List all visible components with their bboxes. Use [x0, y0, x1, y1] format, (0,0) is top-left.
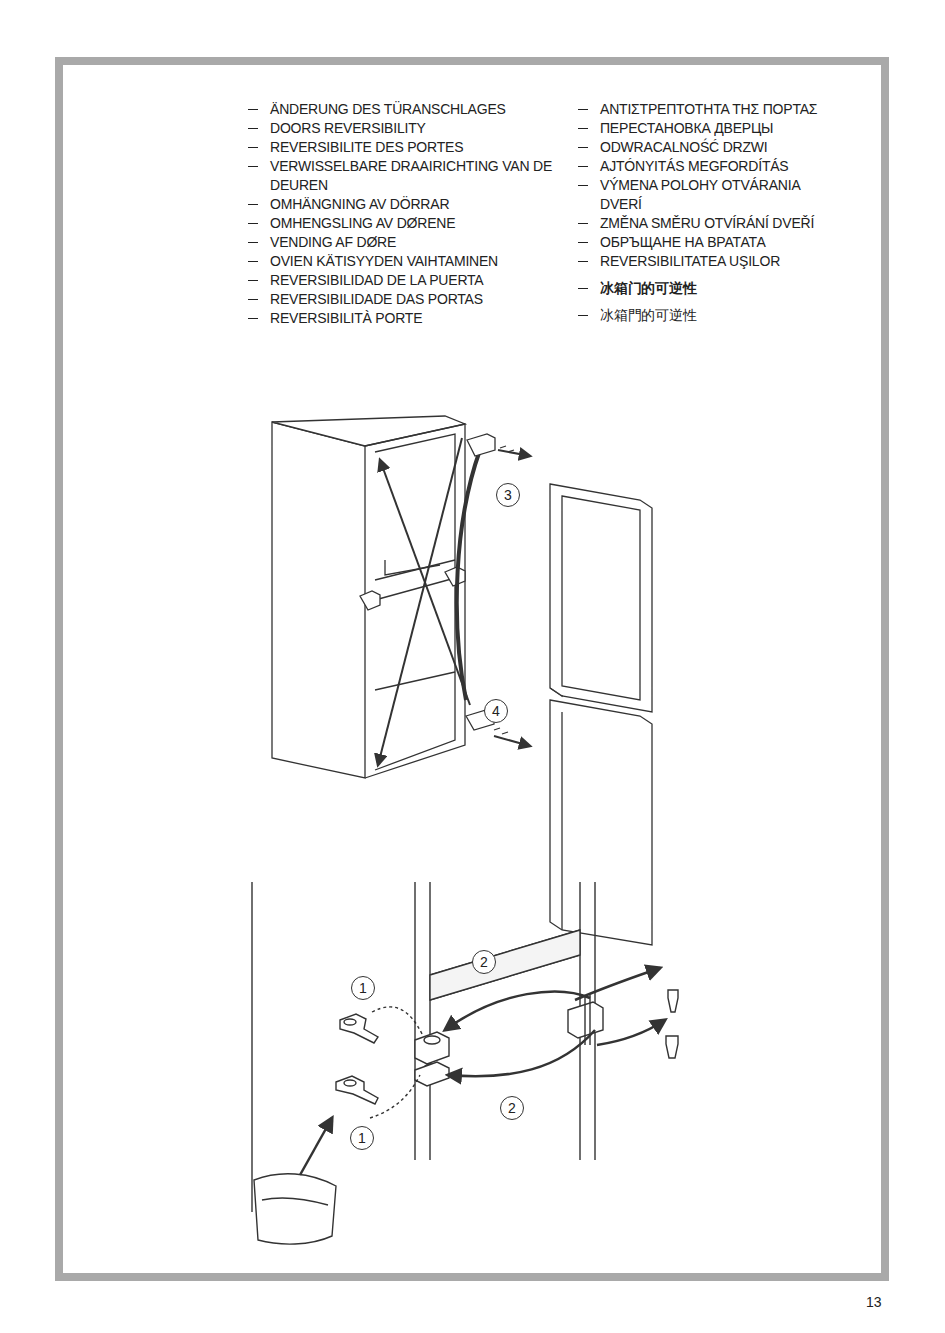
heading-translation: OMHENGSLING AV DØRENE: [270, 214, 560, 233]
page-number: 13: [866, 1294, 882, 1310]
language-column: ÄNDERUNG DES TÜRANSCHLAGESDOORS REVERSIB…: [270, 100, 560, 328]
heading-translation: ΑΝΤΙΣΤΡΕΠΤΟΤΗΤΑ ΤΗΣ ΠΟΡΤΑΣ: [600, 100, 845, 119]
page-frame: [59, 61, 885, 1277]
heading-translation: OVIEN KÄTISYYDEN VAIHTAMINEN: [270, 252, 560, 271]
callout-circle: 2: [500, 1096, 524, 1120]
heading-translation: DOORS REVERSIBILITY: [270, 119, 560, 138]
language-column: ΑΝΤΙΣΤΡΕΠΤΟΤΗΤΑ ΤΗΣ ΠΟΡΤΑΣПЕРЕСТАНОВКА Д…: [600, 100, 845, 325]
callout-circle: 3: [496, 483, 520, 507]
heading-translation: 冰箱門的可逆性: [600, 306, 845, 325]
heading-translation: ODWRACALNOŚĆ DRZWI: [600, 138, 845, 157]
callout-number: 1: [358, 1131, 366, 1145]
heading-translation: ОБРЪЩАНЕ НА ВРАТАТА: [600, 233, 845, 252]
hinge-detail: [252, 882, 678, 1244]
heading-translation: ZMĚNA SMĚRU OTVÍRÁNÍ DVEŘÍ: [600, 214, 845, 233]
callout-number: 2: [508, 1101, 516, 1115]
callout-number: 4: [492, 704, 500, 718]
heading-translation: ПЕРЕСТАНОВКА ДВЕРЦЫ: [600, 119, 845, 138]
callout-circle: 4: [484, 699, 508, 723]
heading-translation: OMHÄNGNING AV DÖRRAR: [270, 195, 560, 214]
callout-circle: 1: [350, 1126, 374, 1150]
heading-translation: VERWISSELBARE DRAAIRICHTING VAN DE DEURE…: [270, 157, 560, 195]
heading-translation: ÄNDERUNG DES TÜRANSCHLAGES: [270, 100, 560, 119]
top-hinge: [467, 434, 530, 456]
heading-translation: VÝMENA POLOHY OTVÁRANIA DVERÍ: [600, 176, 845, 214]
fridge-cabinet: [272, 416, 465, 778]
detail-arrows: [300, 968, 665, 1175]
heading-translation: REVERSIBILITATEA UŞILOR: [600, 252, 845, 271]
heading-translation: REVERSIBILIDADE DAS PORTAS: [270, 290, 560, 309]
heading-translation: AJTÓNYITÁS MEGFORDÍTÁS: [600, 157, 845, 176]
heading-translation: REVERSIBILITE DES PORTES: [270, 138, 560, 157]
callout-number: 1: [359, 981, 367, 995]
fridge-doors: [550, 484, 652, 945]
callout-circle: 2: [472, 950, 496, 974]
heading-translation: 冰箱门的可逆性: [600, 279, 845, 298]
heading-translation: REVERSIBILITÀ PORTE: [270, 309, 560, 328]
callout-number: 2: [480, 955, 488, 969]
move-arrows: [378, 438, 480, 765]
heading-translation: REVERSIBILIDAD DE LA PUERTA: [270, 271, 560, 290]
callout-number: 3: [504, 488, 512, 502]
heading-translation: VENDING AF DØRE: [270, 233, 560, 252]
callout-circle: 1: [351, 976, 375, 1000]
